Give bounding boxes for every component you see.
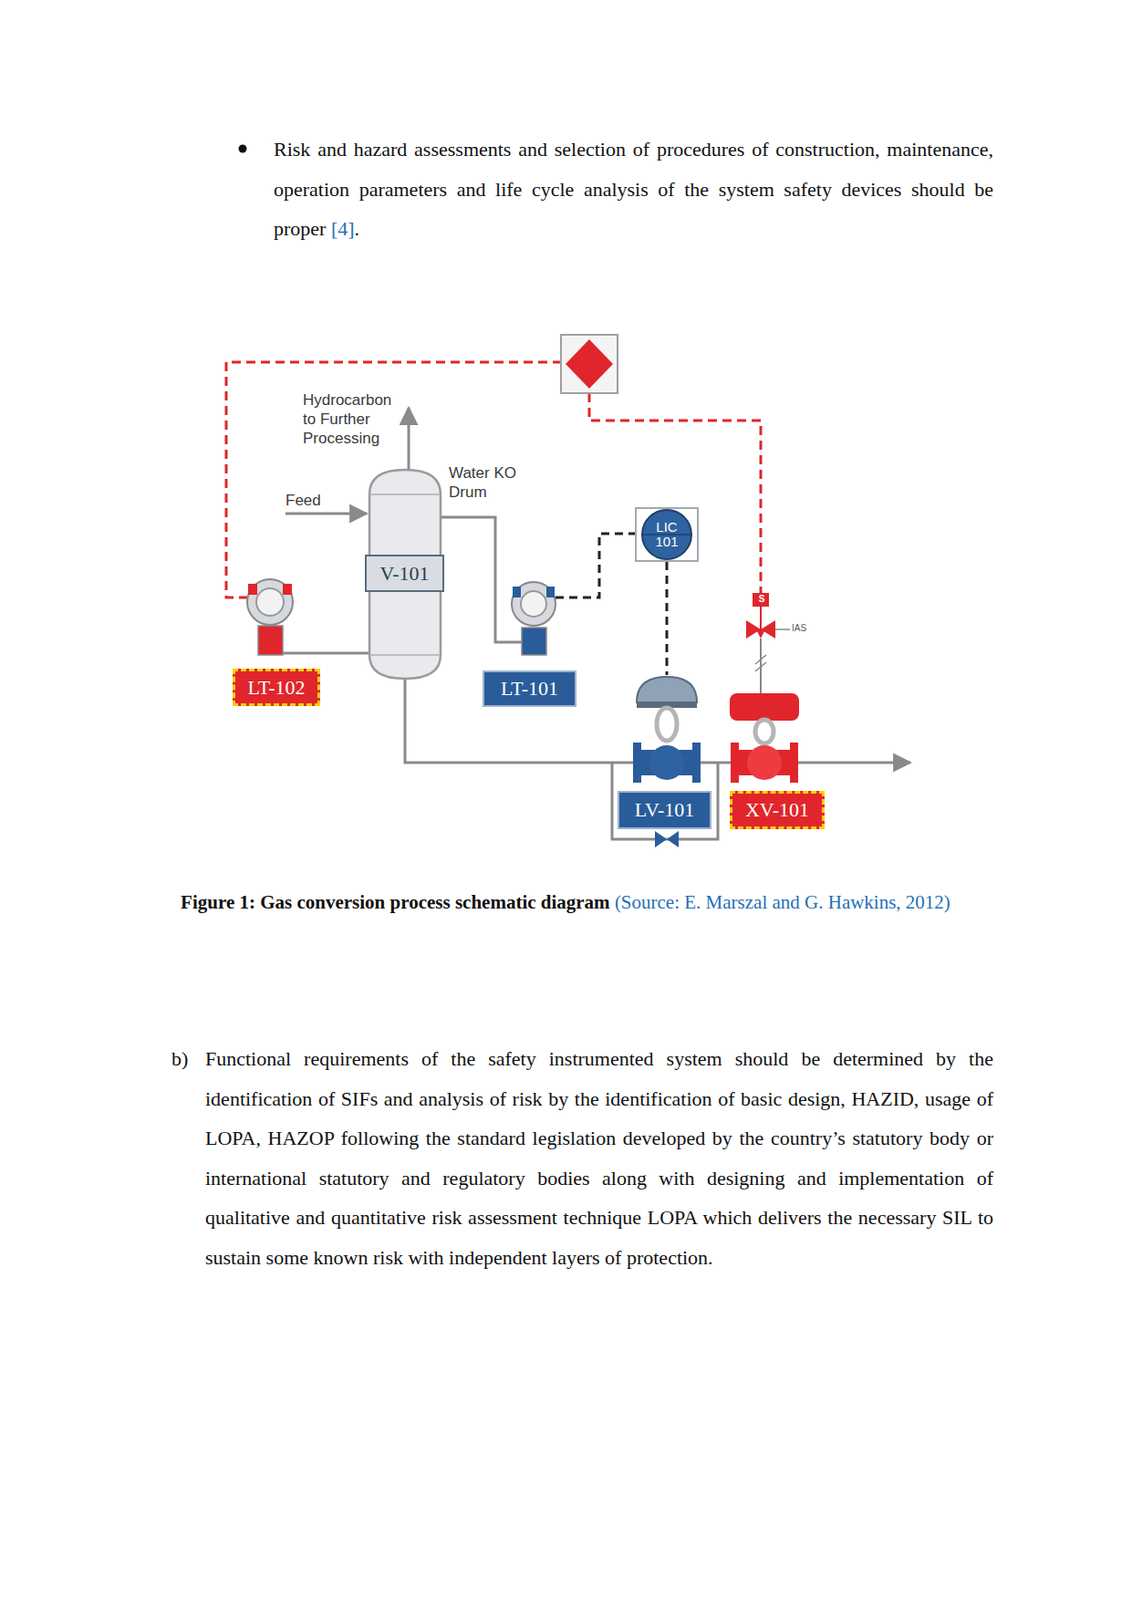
vessel-tag: V-101 <box>364 554 445 592</box>
vessel-label: Water KO Drum <box>448 463 531 502</box>
level-tap-line <box>282 652 370 655</box>
figure-caption: Figure 1: Gas conversion process schemat… <box>178 882 953 924</box>
citation-ref: [4] <box>331 217 355 240</box>
node-text: XV-101 <box>745 798 810 822</box>
bullet-dot <box>238 145 248 154</box>
outlet-arrow <box>407 407 411 470</box>
level-transmitter <box>511 581 556 655</box>
body-text: Risk and hazard assessments and selectio… <box>273 137 994 240</box>
control-signal-line <box>555 533 635 598</box>
feed-arrow <box>285 512 367 516</box>
body-text: Functional requirements of the safety in… <box>205 1038 994 1278</box>
instrument-tag: LT-102 <box>232 668 321 707</box>
bullet-paragraph: Risk and hazard assessments and selectio… <box>273 129 994 250</box>
level-tap-line <box>440 517 522 643</box>
bypass-valve <box>654 830 679 848</box>
logic-solver-diamond <box>565 339 613 389</box>
controller-bubble <box>642 509 692 560</box>
instrument-tag: LT-101 <box>482 670 577 707</box>
node-text: LV-101 <box>634 798 696 822</box>
node-text: LT-101 <box>500 676 559 701</box>
node-text: V-101 <box>379 561 429 586</box>
controller-tag: LIC 101 <box>634 507 699 562</box>
valve-tag: LV-101 <box>617 790 712 830</box>
control-signal-line <box>665 561 669 676</box>
shutdown-valve <box>729 592 800 783</box>
stream-label: Hydrocarbon to Further Processing <box>302 390 402 448</box>
control-valve <box>633 676 701 783</box>
solenoid-letter: S <box>755 592 769 606</box>
solenoid-valve <box>746 620 776 639</box>
logic-solver-box <box>560 334 618 394</box>
caption-source: (Source: E. Marszal and G. Hawkins, 2012… <box>614 891 951 914</box>
level-transmitter <box>247 579 293 655</box>
safety-signal-line <box>589 393 761 593</box>
punctuation: . <box>354 217 361 240</box>
node-text: LIC 101 <box>648 519 686 550</box>
node-text: LT-102 <box>247 675 305 700</box>
list-marker: b) <box>171 1038 188 1080</box>
air-supply-label: IAS <box>791 622 807 635</box>
stream-label: Feed <box>285 490 322 510</box>
caption-text: Figure 1: Gas conversion process schemat… <box>180 891 611 914</box>
valve-tag: XV-101 <box>729 790 825 830</box>
